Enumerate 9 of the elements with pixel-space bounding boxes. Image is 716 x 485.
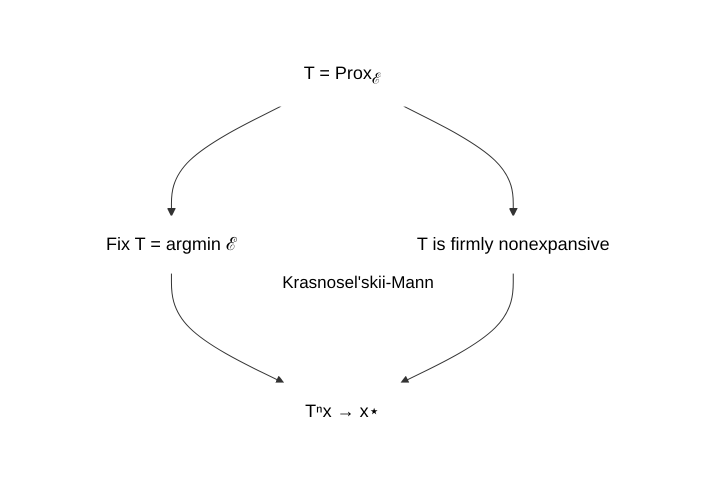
node-text: T is firmly nonexpansive [417,234,610,254]
arrow [400,272,514,384]
annotation-text: Krasnosel'skii-Mann [282,272,434,292]
arrow [167,106,282,216]
node-text: Tⁿx → x⋆ [305,401,380,422]
arrow [171,272,285,384]
node-text: Fix T = argmin ℰ [106,234,238,254]
node-text: T = Prox$_{ℰ}$ [304,62,382,88]
arrow [403,106,518,216]
